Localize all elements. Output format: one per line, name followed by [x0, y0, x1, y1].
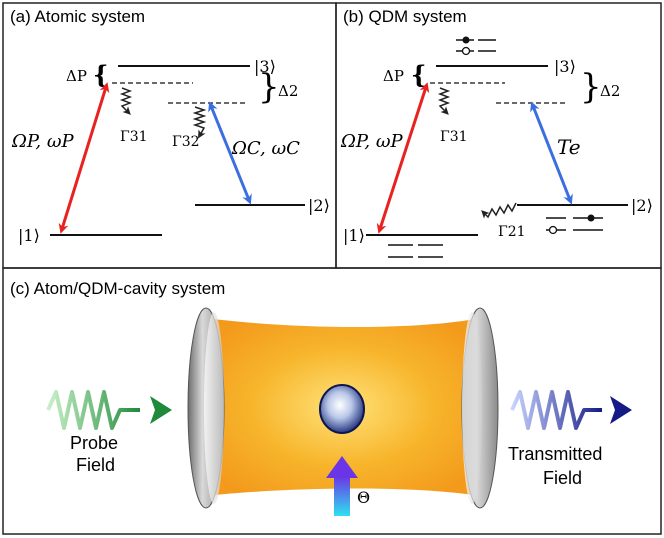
decay-31-wiggle — [437, 87, 451, 115]
theta-label: Θ — [357, 488, 370, 507]
control-field-arrow — [326, 456, 358, 516]
delta-p-brace: { — [93, 60, 108, 89]
decay-31-wiggle — [119, 87, 133, 115]
qd-pair-icon-level1 — [388, 244, 443, 258]
decay-32-wiggle — [192, 106, 207, 139]
level-3-label: |3⟩ — [254, 57, 276, 76]
delta-p-label: ΔP — [383, 67, 404, 85]
panel-c: (c) Atom/QDM-cavity system Probe Field T… — [10, 279, 632, 516]
delta-2-brace: } — [258, 67, 280, 107]
qd-pair-icon-top — [456, 36, 496, 56]
level-1-label: |1⟩ — [343, 226, 365, 245]
probe-arrow — [58, 82, 110, 234]
gamma-31-label: Γ31 — [120, 129, 148, 145]
gamma-32-label: Γ32 — [172, 134, 200, 150]
level-1-label: |1⟩ — [18, 226, 40, 245]
probe-label-line2: Field — [76, 455, 115, 475]
panel-b-title: (b) QDM system — [343, 7, 467, 26]
delta-p-brace: { — [411, 60, 426, 89]
transmitted-label-line2: Field — [543, 468, 582, 488]
coupling-arrow — [208, 101, 252, 205]
panel-c-frame — [2, 267, 662, 535]
panel-a-title: (a) Atomic system — [10, 7, 145, 26]
level-2-label: |2⟩ — [308, 196, 330, 215]
tunneling-label: Te — [557, 135, 581, 159]
right-mirror — [461, 307, 499, 509]
delta-p-label: ΔP — [66, 67, 87, 85]
probe-field-label: ΩP, ωP — [11, 131, 75, 152]
gamma-31-label: Γ31 — [440, 129, 468, 145]
probe-wave — [46, 390, 172, 430]
qd-pair-icon-level2 — [546, 214, 603, 235]
decay-21-wiggle — [481, 202, 517, 219]
level-2-label: |2⟩ — [631, 196, 653, 215]
tunneling-arrow — [530, 101, 573, 205]
delta-2-label: Δ2 — [278, 82, 298, 100]
panel-c-title: (c) Atom/QDM-cavity system — [10, 279, 225, 298]
panel-a: (a) Atomic system |3⟩ |2⟩ |1⟩ ΔP { } Δ2 … — [10, 7, 330, 245]
delta-2-label: Δ2 — [600, 82, 620, 100]
panel-b: (b) QDM system |3⟩ |2⟩ |1⟩ ΔP { } Δ2 Γ31… — [340, 7, 653, 258]
probe-arrow — [376, 82, 430, 234]
left-mirror — [187, 307, 225, 509]
delta-2-brace: } — [580, 67, 602, 107]
transmitted-label-line1: Transmitted — [508, 444, 602, 464]
level-3-label: |3⟩ — [554, 57, 576, 76]
transmitted-wave — [510, 390, 632, 430]
probe-field-label: ΩP, ωP — [340, 131, 404, 152]
probe-label-line1: Probe — [70, 433, 118, 453]
gamma-21-label: Γ21 — [498, 224, 526, 240]
coupling-field-label: ΩC, ωC — [231, 138, 300, 159]
atom-qdm-dot — [319, 384, 365, 434]
